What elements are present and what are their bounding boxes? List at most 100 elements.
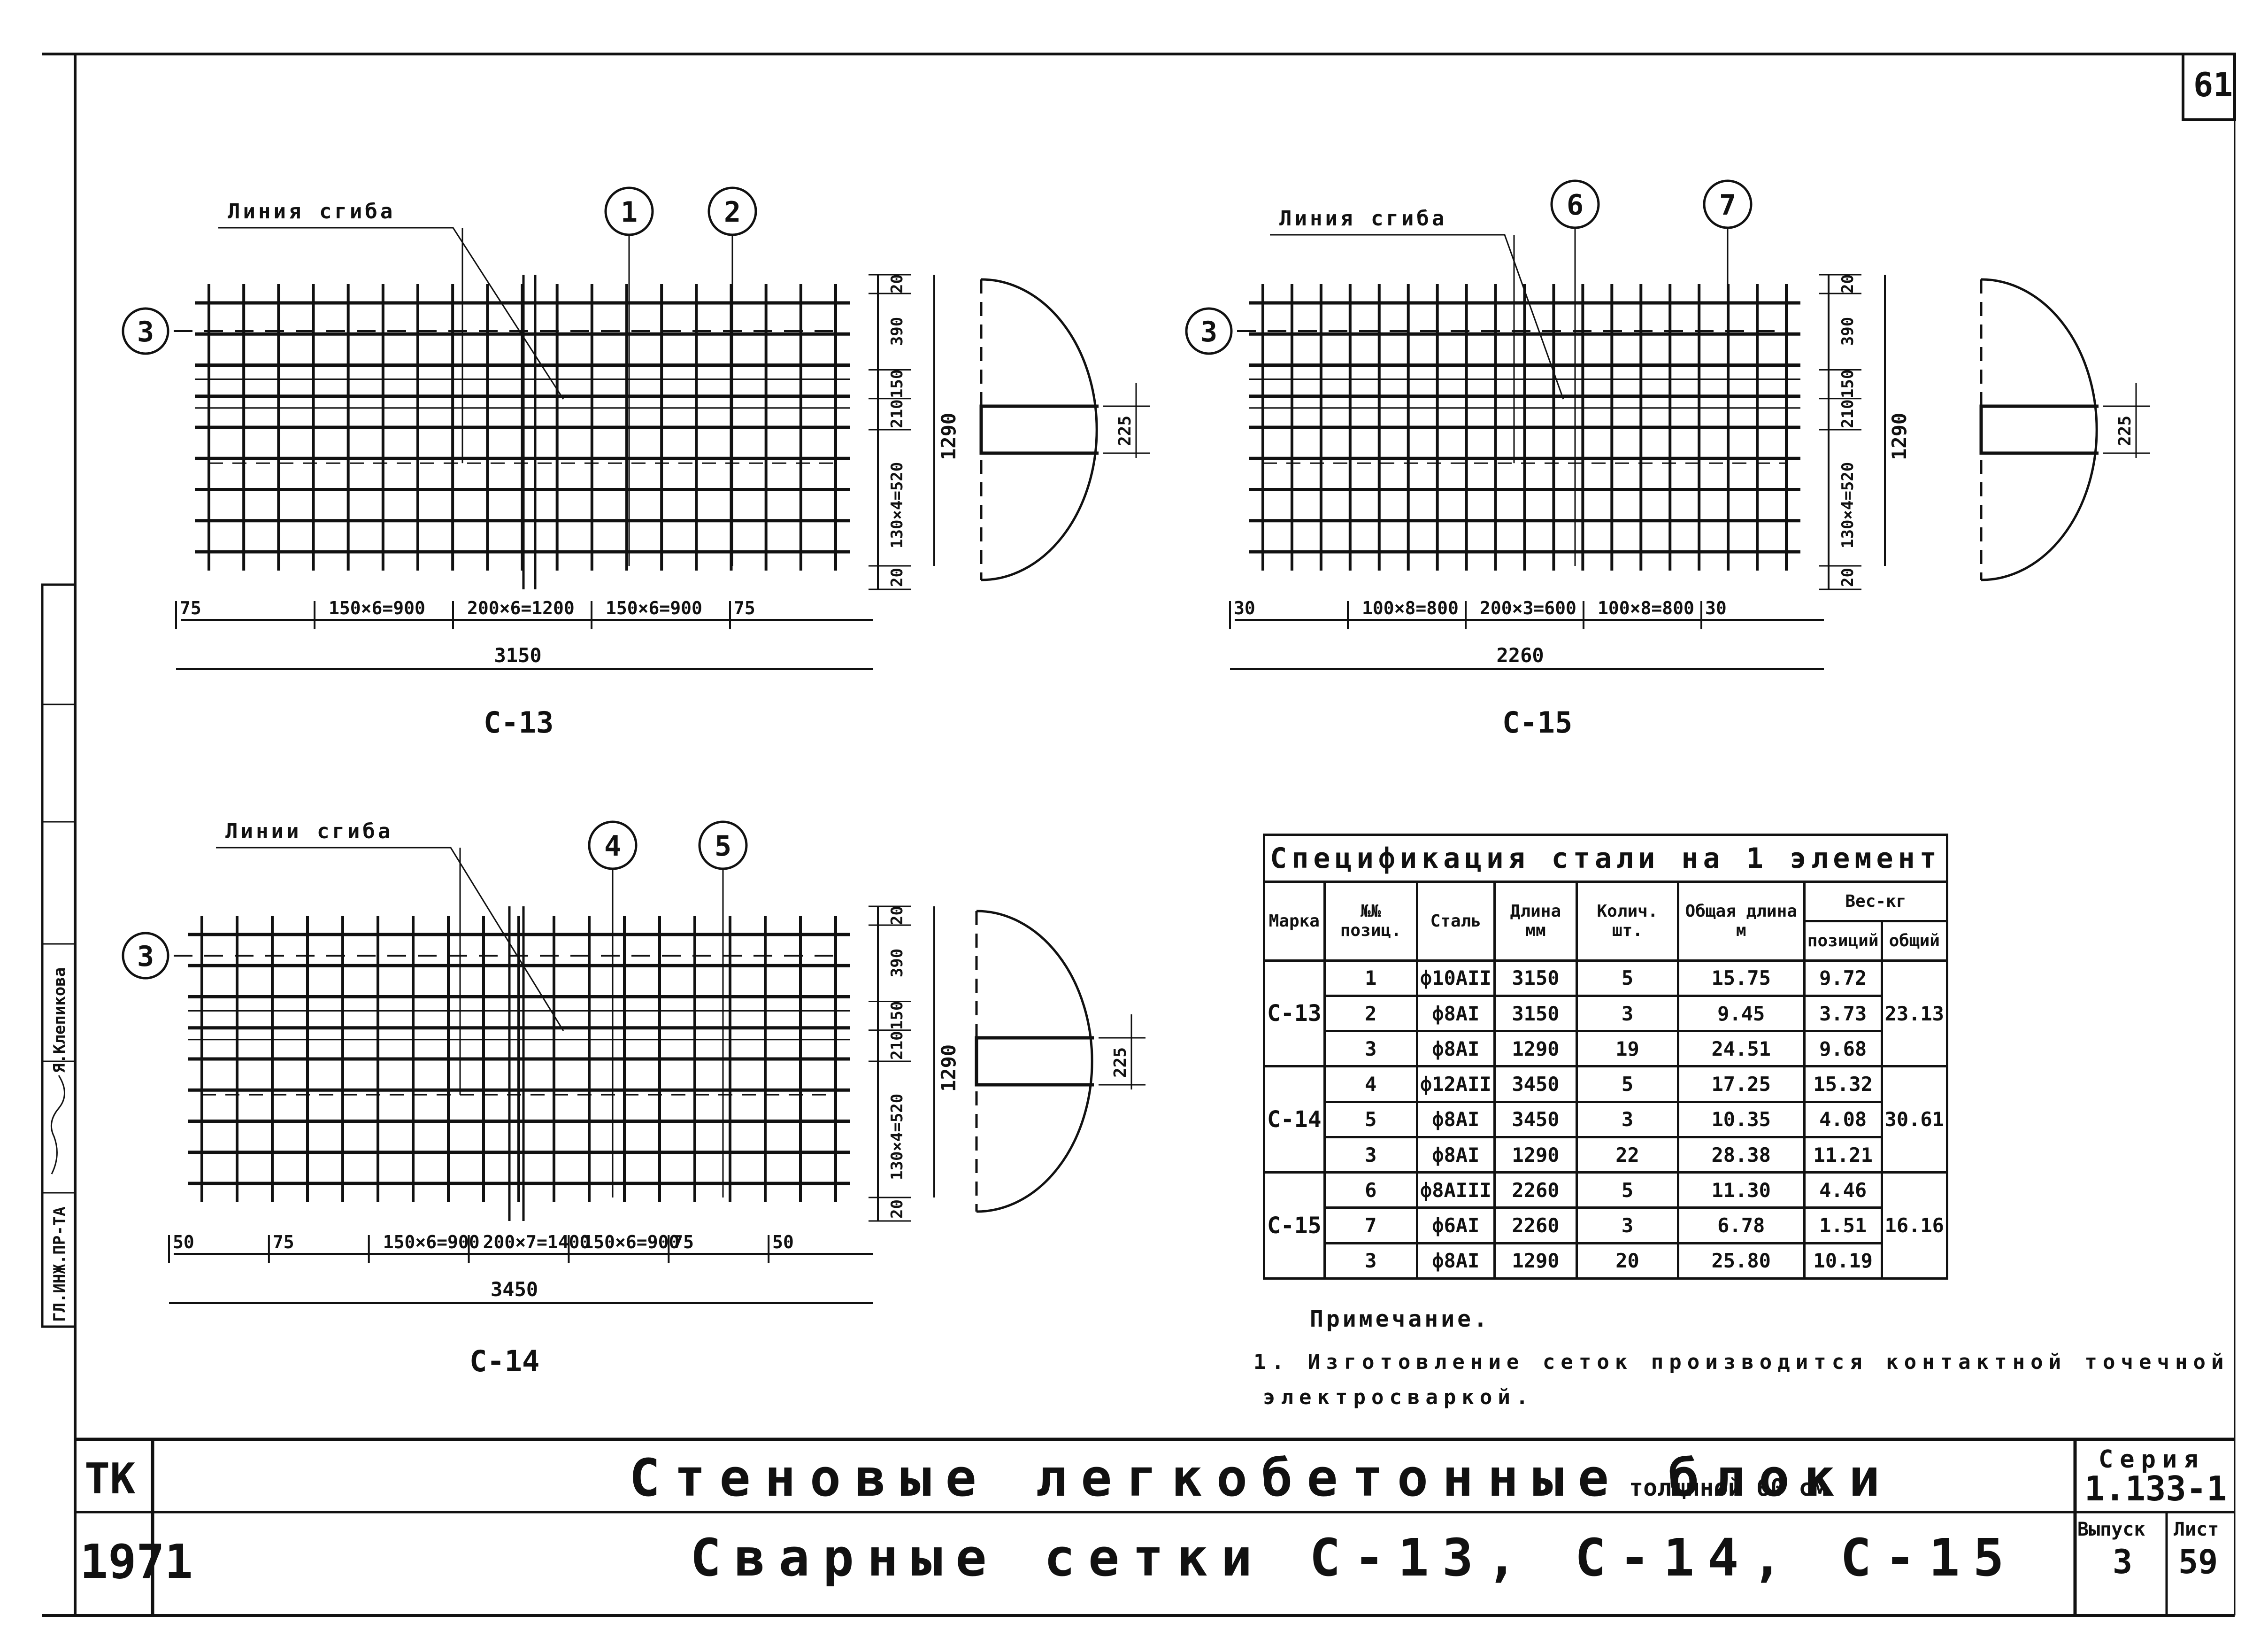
sub-title: Сварные сетки С-13, С-14, С-15 [690,1528,2017,1588]
col-mark: Марка [1263,881,1326,962]
spec-cell-steel: ф8АIII [1415,1171,1496,1209]
dim-label: 3450 [491,1278,538,1301]
dim-label: 200×6=1200 [467,598,575,618]
spec-cell-w: 9.68 [1803,1030,1883,1068]
sheet-value: 59 [2178,1543,2218,1581]
col-qty: Колич. шт. [1576,881,1679,962]
spec-cell-steel: ф8АI [1415,1242,1496,1280]
dim-label: 30 [1234,598,1255,618]
dim-label: 225 [1111,1047,1130,1078]
stamp-role: ГЛ.ИНЖ.ПР-ТА [50,1206,69,1322]
dim-label: 75 [734,598,755,618]
spec-cell-len: 2260 [1493,1206,1578,1244]
spec-mark: С-14 [1263,1065,1326,1174]
org-label: ТК [85,1454,135,1504]
balloon-label: 1 [621,196,638,229]
spec-cell-pos: 3 [1323,1242,1418,1280]
spec-cell-len: 3450 [1493,1065,1578,1103]
dim-label: 75 [672,1232,694,1252]
bend-line-label: Линия сгиба [228,200,395,224]
spec-caption: Спецификация стали на 1 элемент [1263,834,1948,883]
spec-cell-steel: ф8АI [1415,1100,1496,1138]
bend-line-label: Линии сгиба [225,819,393,843]
col-length: Длина мм [1493,881,1578,962]
spec-cell-len: 2260 [1493,1171,1578,1209]
dim-label: 150×6=900 [606,598,702,618]
dim-label: 210 [1838,399,1857,428]
dim-label: 1290 [937,413,960,460]
balloon-label: 5 [715,830,731,863]
spec-cell-w: 4.08 [1803,1100,1883,1138]
spec-mark: С-15 [1263,1171,1326,1280]
balloon [122,932,169,980]
col-weight: Вес-кг [1803,881,1949,922]
dim-label: 2260 [1497,644,1544,667]
bend-line-label: Линия сгиба [1279,207,1447,231]
spec-cell-qty: 22 [1576,1136,1679,1174]
balloon-label: 3 [137,940,154,973]
spec-cell-pos: 4 [1323,1065,1418,1103]
dim-label: 150×6=900 [583,1232,679,1252]
spec-cell-w: 1.51 [1803,1206,1883,1244]
spec-cell-qty: 5 [1576,1065,1679,1103]
spec-cell-tlen: 24.51 [1676,1030,1806,1068]
main-title: Стеновые легкобетонные блоки [629,1448,1894,1508]
balloon-label: 2 [724,196,741,229]
section-arc [976,910,1093,1213]
series-label: Серия [2099,1445,2205,1474]
stamp-name: Я.Клепикова [50,967,69,1073]
dim-label: 100×8=800 [1362,598,1459,618]
spec-cell-pos: 5 [1323,1100,1418,1138]
dim-label: 210 [888,1031,907,1059]
dim-label: 130×4=520 [888,462,907,548]
spec-cell-qty: 20 [1576,1242,1679,1280]
dim-label: 150 [1838,370,1857,398]
dim-label: 50 [173,1232,194,1252]
note: Примечание. 1. Изготовление сеток произв… [1253,1306,2229,1409]
spec-cell-w: 15.32 [1803,1065,1883,1103]
dim-label: 20 [888,274,907,294]
spec-cell-len: 3450 [1493,1100,1578,1138]
dim-label: 130×4=520 [888,1094,907,1180]
signature [50,1075,65,1174]
dim-label: 100×8=800 [1598,598,1694,618]
dim-label: 390 [1838,317,1857,346]
spec-mark: С-13 [1263,959,1326,1068]
dim-label: 390 [888,949,907,977]
note-line-2: электросваркой. [1263,1385,1534,1409]
col-pos: №№ позиц. [1323,881,1418,962]
dim-label: 75 [180,598,201,618]
dim-label: 3150 [494,644,542,667]
col-steel: Сталь [1415,881,1496,962]
spec-total-weight: 30.61 [1880,1065,1948,1174]
note-line-1: 1. Изготовление сеток производится конта… [1253,1350,2229,1374]
dim-label: 1290 [937,1044,960,1092]
year-label: 1971 [80,1534,193,1589]
spec-cell-qty: 3 [1576,1206,1679,1244]
spec-cell-w: 9.72 [1803,959,1883,997]
spec-cell-steel: ф12АII [1415,1065,1496,1103]
dim-label: 20 [888,906,907,925]
dim-label: 130×4=520 [1838,462,1857,548]
spec-cell-steel: ф6АI [1415,1206,1496,1244]
mesh-mark: С-14 [469,1344,539,1378]
balloon-label: 3 [137,316,154,348]
spec-cell-tlen: 17.25 [1676,1065,1806,1103]
dim-label: 390 [888,317,907,346]
side-stamp: ГЛ.ИНЖ.ПР-ТА Я.Клепикова [41,583,77,1328]
frame: 61 [42,53,2236,1617]
spec-cell-len: 3150 [1493,959,1578,997]
title-block: ТК 1971 Стеновые легкобетонные блоки тол… [75,1437,2235,1615]
section-arc [1981,278,2098,581]
spec-cell-len: 1290 [1493,1136,1578,1174]
